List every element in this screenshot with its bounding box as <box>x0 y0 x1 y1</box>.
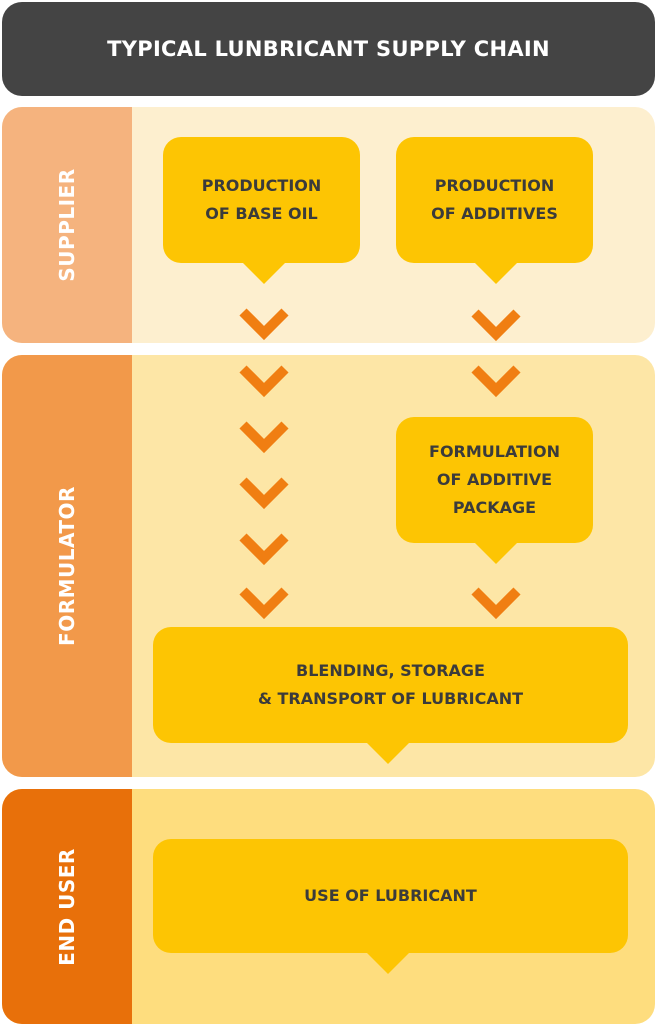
step-production-additives: PRODUCTION OF ADDITIVES <box>396 137 593 263</box>
step-production-base-oil: PRODUCTION OF BASE OIL <box>163 137 360 263</box>
step-use-of-lubricant: USE OF LUBRICANT <box>153 839 628 953</box>
step-blending-storage-transport: BLENDING, STORAGE & TRANSPORT OF LUBRICA… <box>153 627 628 743</box>
step-blending-storage-transport-label: BLENDING, STORAGE & TRANSPORT OF LUBRICA… <box>257 661 524 708</box>
step-production-additives-label: PRODUCTION OF ADDITIVES <box>431 176 558 223</box>
end-user-lane-label: END USER <box>55 847 79 966</box>
step-use-of-lubricant-label: USE OF LUBRICANT <box>304 886 477 905</box>
formulator-lane-side: FORMULATOR <box>2 355 132 777</box>
end-user-lane-side: END USER <box>2 789 132 1024</box>
step-production-base-oil-pointer <box>242 262 286 284</box>
step-blending-storage-transport-pointer <box>366 742 410 764</box>
step-formulation-additive-package-label: FORMULATION OF ADDITIVE PACKAGE <box>429 442 560 517</box>
supplier-lane-label: SUPPLIER <box>55 168 79 282</box>
step-production-base-oil-label: PRODUCTION OF BASE OIL <box>201 176 322 223</box>
step-use-of-lubricant-pointer <box>366 952 410 974</box>
step-production-additives-pointer <box>474 262 518 284</box>
step-formulation-additive-package-pointer <box>474 542 518 564</box>
supplier-lane-side: SUPPLIER <box>2 107 132 343</box>
step-formulation-additive-package: FORMULATION OF ADDITIVE PACKAGE <box>396 417 593 543</box>
formulator-lane-label: FORMULATOR <box>55 486 79 646</box>
diagram-title: TYPICAL LUNBRICANT SUPPLY CHAIN <box>107 37 550 61</box>
diagram-header: TYPICAL LUNBRICANT SUPPLY CHAIN <box>2 2 655 96</box>
